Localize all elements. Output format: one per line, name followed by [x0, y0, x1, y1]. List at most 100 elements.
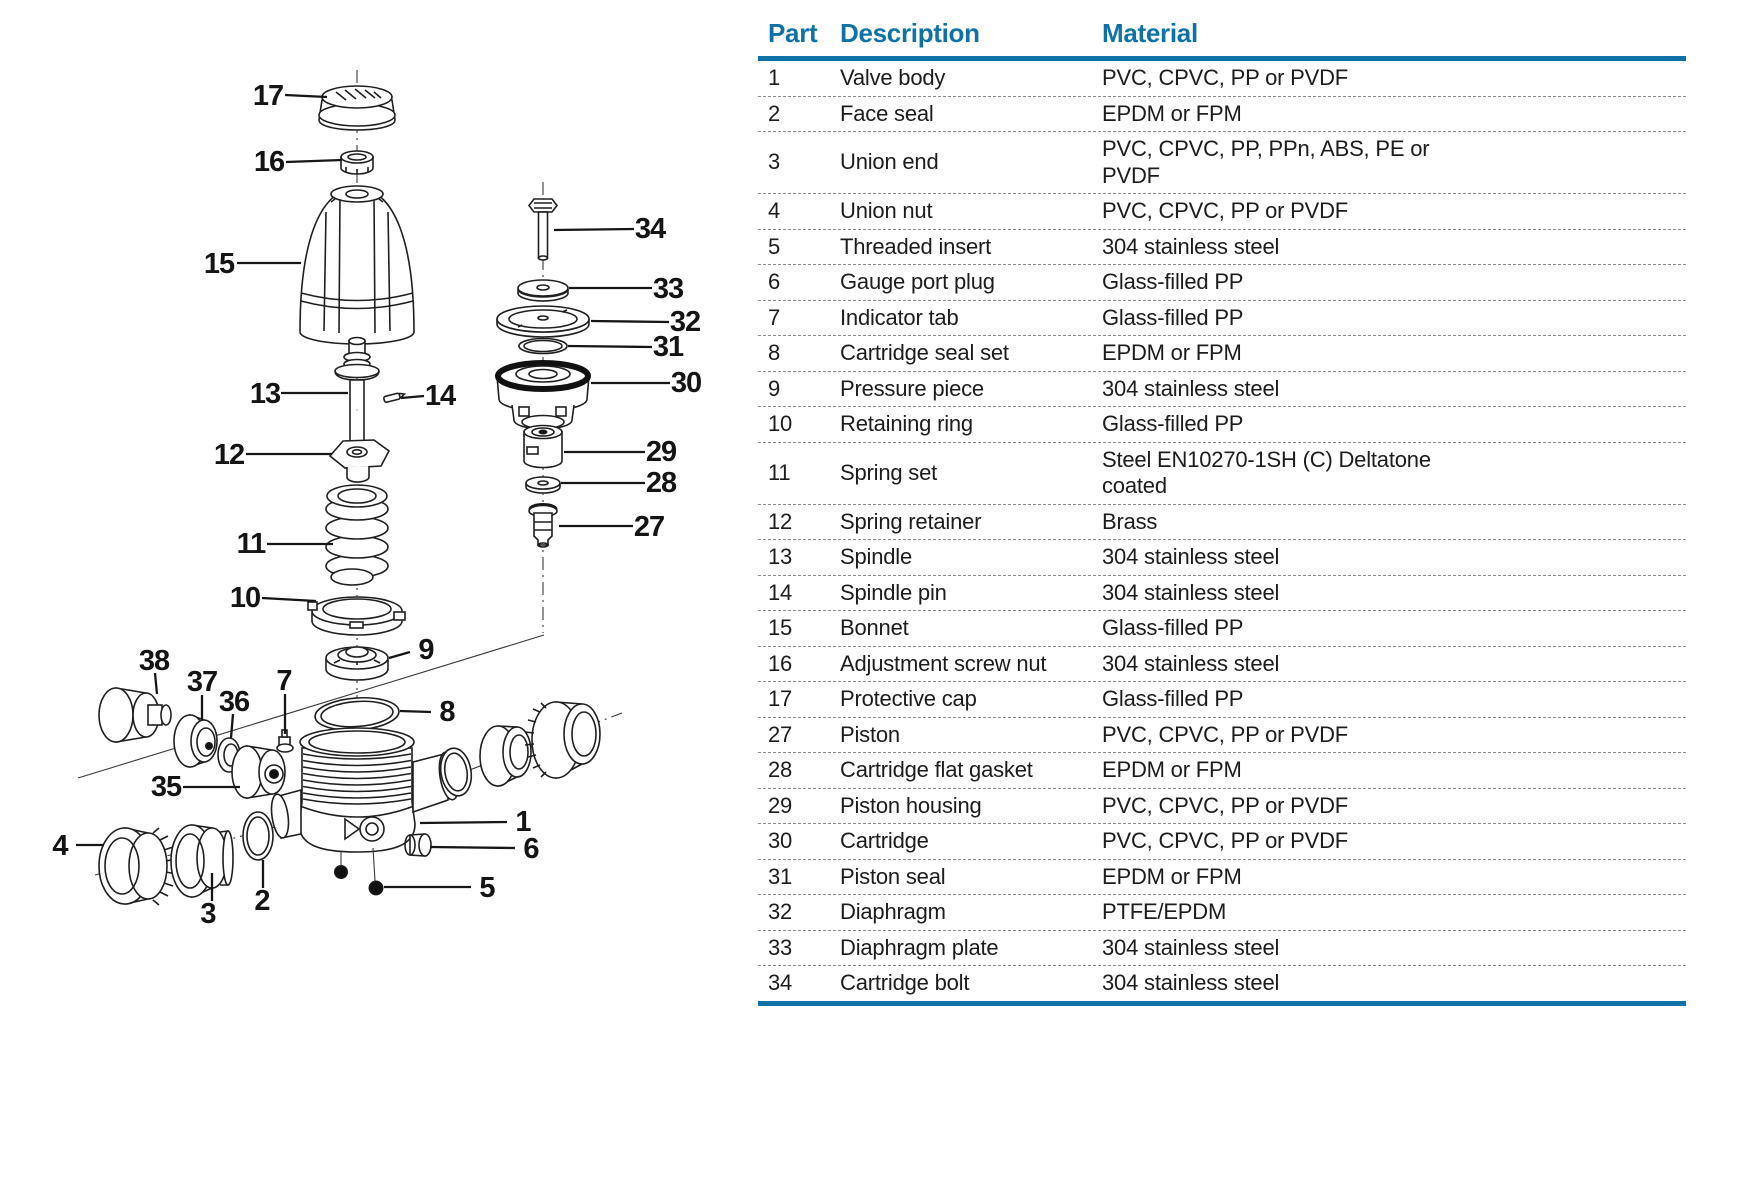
- callout-number: 5: [479, 872, 495, 904]
- cell-description: Diaphragm plate: [840, 934, 999, 960]
- callout-6: 6: [429, 833, 540, 865]
- cell-description: Retaining ring: [840, 411, 973, 436]
- protective-plug-part: [98, 687, 172, 743]
- callout-number: 3: [200, 898, 216, 930]
- cell-material: 304 stainless steel: [1102, 579, 1280, 605]
- plug-assembly-part: [231, 745, 286, 799]
- col-header-description: Description: [840, 18, 980, 48]
- cell-material: 304 stainless steel: [1102, 934, 1280, 960]
- cell-part: 3: [768, 149, 781, 175]
- pressure-piece-part: [325, 646, 389, 681]
- cell-description: Pressure piece: [840, 375, 984, 401]
- cell-description: Piston: [840, 721, 900, 747]
- callout-number: 14: [425, 380, 456, 412]
- callout-35: 35: [151, 771, 240, 803]
- cell-material: Steel EN10270-1SH (C) Deltatone coated: [1102, 446, 1431, 499]
- callout-number: 7: [276, 665, 291, 697]
- cell-description: Face seal: [840, 100, 934, 126]
- cell-material: EPDM or FPM: [1102, 757, 1242, 782]
- callout-leader-line: [284, 93, 328, 99]
- piston-housing-part: [523, 424, 563, 469]
- callout-number: 29: [646, 436, 677, 468]
- table-row: 12 Spring retainer Brass: [758, 505, 1686, 540]
- cell-part: 34: [768, 970, 793, 995]
- callout-number: 38: [139, 645, 170, 677]
- callout-9: 9: [388, 634, 435, 666]
- cell-material: PVC, CPVC, PP or PVDF: [1102, 721, 1349, 747]
- cell-part: 32: [768, 899, 793, 924]
- callout-number: 28: [646, 467, 677, 499]
- spring-retainer-part: [328, 439, 391, 483]
- cell-part: 16: [768, 650, 793, 676]
- col-header-material: Material: [1102, 18, 1198, 48]
- cell-material: 304 stainless steel: [1102, 375, 1280, 401]
- col-header-part: Part: [768, 18, 818, 48]
- cell-part: 12: [768, 508, 793, 534]
- cell-part: 28: [768, 757, 793, 782]
- callout-leader-line: [285, 158, 343, 164]
- callout-number: 37: [187, 666, 217, 698]
- cell-description: Gauge port plug: [840, 269, 995, 294]
- callout-27: 27: [559, 511, 665, 543]
- cell-material: Brass: [1102, 508, 1158, 534]
- valve-body-part: [270, 727, 460, 882]
- right-union-nut-part: [524, 701, 601, 780]
- callout-number: 33: [653, 273, 684, 305]
- cell-description: Indicator tab: [840, 304, 959, 330]
- cell-part: 11: [768, 459, 791, 485]
- cell-material: Glass-filled PP: [1102, 615, 1244, 640]
- cell-description: Union nut: [840, 198, 933, 223]
- cell-part: 30: [768, 828, 793, 853]
- adjustment-screw-nut-part: [340, 150, 374, 175]
- callout-number: 35: [151, 771, 182, 803]
- callout-number: 17: [253, 80, 283, 112]
- cell-description: Spring set: [840, 459, 938, 485]
- callout-37: 37: [187, 666, 218, 720]
- cartridge-bolt-part: [527, 198, 559, 261]
- callout-38: 38: [139, 645, 171, 695]
- cell-material: Glass-filled PP: [1102, 269, 1244, 294]
- table-row: 6 Gauge port plug Glass-filled PP: [758, 265, 1686, 301]
- cell-material: 304 stainless steel: [1102, 650, 1280, 676]
- cell-material: EPDM or FPM: [1102, 100, 1242, 126]
- face-seal-part: [242, 811, 274, 861]
- cell-description: Threaded insert: [840, 233, 992, 259]
- callout-number: 15: [204, 248, 235, 280]
- callout-7: 7: [276, 665, 293, 734]
- callout-17: 17: [253, 80, 328, 112]
- gauge-port-plug-part: [404, 833, 432, 857]
- callout-1: 1: [419, 806, 532, 838]
- cell-description: Spring retainer: [840, 508, 982, 534]
- bonnet-part: [299, 185, 415, 345]
- cell-material: Glass-filled PP: [1102, 686, 1244, 711]
- cell-part: 6: [768, 269, 781, 294]
- callout-12: 12: [214, 439, 332, 471]
- piston-seal-part: [518, 337, 568, 355]
- cell-description: Diaphragm: [840, 899, 946, 924]
- cell-material: Glass-filled PP: [1102, 304, 1244, 330]
- callout-16: 16: [254, 146, 343, 178]
- callout-leader-line: [153, 672, 159, 695]
- callout-4: 4: [52, 830, 104, 862]
- callout-34: 34: [553, 213, 667, 245]
- callout-2: 2: [254, 860, 271, 917]
- cell-material: PVC, CPVC, PP or PVDF: [1102, 828, 1349, 853]
- diaphragm-part: [496, 305, 590, 338]
- cell-material: Glass-filled PP: [1102, 411, 1244, 436]
- exploded-diagram: 1716151314121110983837367354325613433323…: [52, 70, 702, 930]
- callout-31: 31: [567, 331, 685, 363]
- callout-30: 30: [591, 367, 702, 399]
- callout-10: 10: [230, 582, 317, 614]
- callout-32: 32: [590, 306, 701, 338]
- table-header: Part Description Material: [758, 12, 1686, 61]
